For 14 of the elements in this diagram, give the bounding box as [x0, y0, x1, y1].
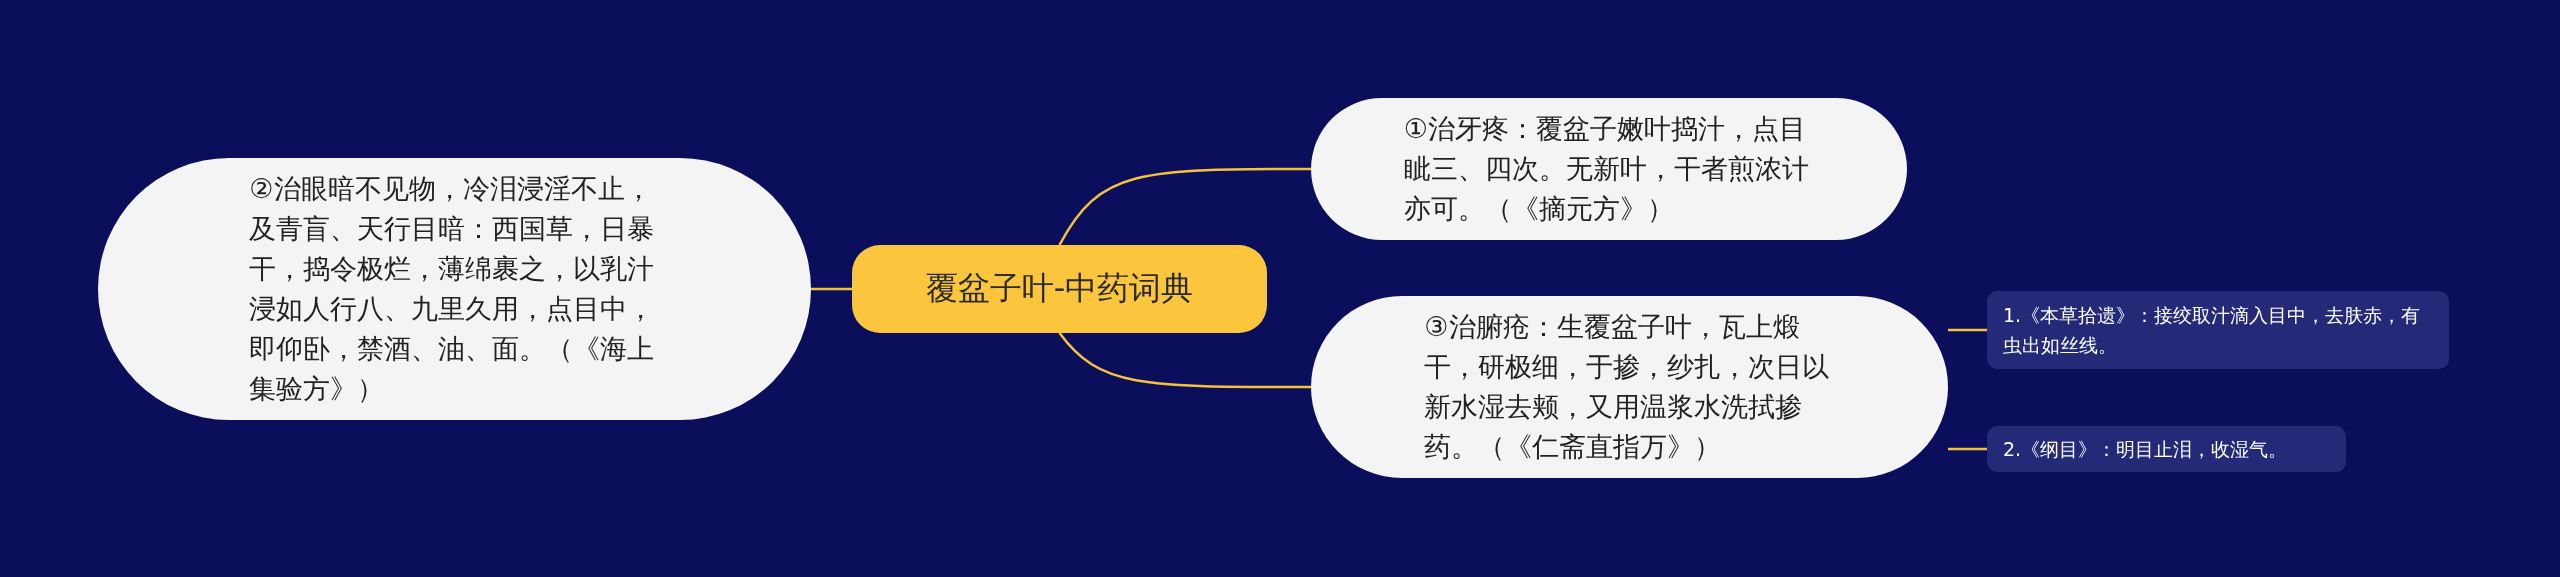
connector-line	[1948, 328, 1987, 332]
connector-line	[811, 287, 852, 291]
note-card	[1987, 426, 2346, 472]
connector-line	[1058, 332, 1311, 389]
node-text: ②治眼暗不见物，冷泪浸淫不止，及青盲、天行目暗：西国草，日暴干，捣令极烂，薄绵裹之，以乳汁浸如人行八、九里久用，点目中，即仰卧，禁酒、油、面。（《海上集验方》）	[249, 172, 656, 406]
node-text: 2.《纲目》：明目止泪，收湿气。	[2003, 437, 2288, 462]
topic-box	[852, 245, 1267, 333]
node-text: ③治腑疮：生覆盆子叶，瓦上煅干，研极细，于掺，纱扎，次日以新水湿去颊，又用温浆水洗拭掺药。（《仁斋直指万》）	[1424, 310, 1831, 464]
note-card	[1987, 291, 2449, 369]
node-text: ①治牙疼：覆盆子嫩叶捣汁，点目眦三、四次。无新叶，干者煎浓计亦可。（《摘元方》）	[1403, 112, 1810, 226]
connector-line	[1058, 167, 1311, 246]
node-text: 1.《本草拾遗》：接绞取汁滴入目中，去肤赤，有虫出如丝线。	[2003, 303, 2422, 358]
connector-line	[1948, 447, 1987, 451]
node-text: 覆盆子叶-中药词典	[925, 268, 1194, 309]
